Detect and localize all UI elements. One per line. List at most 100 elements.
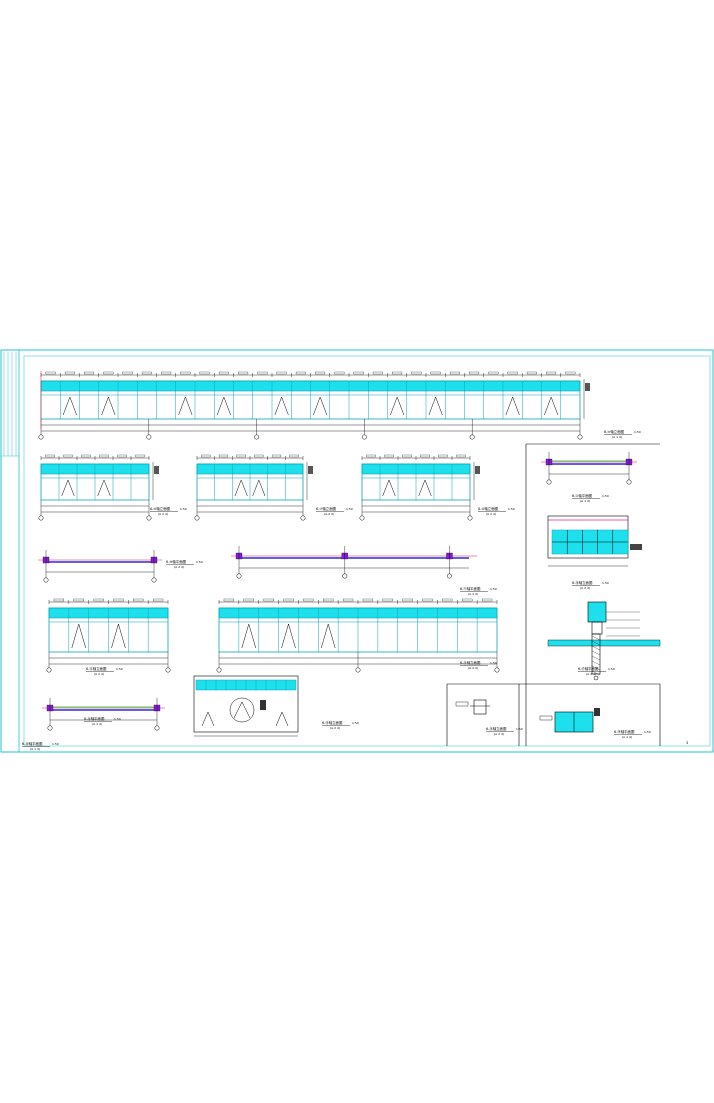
detail-views xyxy=(193,515,661,737)
view-note: (A 2 d) xyxy=(158,512,168,516)
wall-plan xyxy=(38,550,162,583)
vent-symbol xyxy=(544,396,559,416)
vent-symbol xyxy=(313,396,328,416)
dimension-text-box xyxy=(315,371,326,375)
plan-detail xyxy=(193,675,299,737)
dimension-text-box xyxy=(353,371,364,375)
dimension-text-box xyxy=(420,454,430,458)
curtain-wall-elevation xyxy=(216,598,500,673)
hatch xyxy=(591,655,601,661)
dimension-text-box xyxy=(93,598,104,602)
dimension-text-box xyxy=(199,371,210,375)
view-scale: 1:50 xyxy=(602,494,609,498)
dimension-text-box xyxy=(180,371,191,375)
grid-bubble xyxy=(151,577,157,583)
tag xyxy=(455,701,469,707)
dimension-text-box xyxy=(73,598,84,602)
view-title: 6-⑬轴立面图 xyxy=(460,660,481,665)
grid-bubble xyxy=(494,667,500,673)
grid-bubble xyxy=(626,479,632,485)
dimension-text-box xyxy=(45,371,56,375)
dimension-text-box xyxy=(295,371,306,375)
dimension-text-box xyxy=(362,598,374,602)
vent-symbol xyxy=(321,623,336,649)
dimension-text-box xyxy=(103,371,114,375)
view-note: (A 1 d) xyxy=(92,722,102,726)
level-block xyxy=(475,466,480,474)
dimension-text-box xyxy=(507,371,518,375)
dimension-text-box xyxy=(243,598,254,602)
hatch xyxy=(591,645,601,651)
view-note: (A 1 d) xyxy=(580,499,590,503)
vent-symbol xyxy=(241,623,256,649)
drawing-frame xyxy=(0,349,714,753)
dimension-text-box xyxy=(323,598,334,602)
view-title: 6-⑰轴平面图 xyxy=(578,666,599,671)
vent-symbol xyxy=(178,396,193,416)
section-detail xyxy=(547,601,661,681)
view-note: (A 2 d) xyxy=(330,726,340,730)
dimension-text-box xyxy=(565,371,576,375)
dimension-text-box xyxy=(271,454,282,458)
view-title: 6-⑦轴立面图 xyxy=(316,506,337,511)
vent-symbol xyxy=(274,396,289,416)
grid-bubble xyxy=(46,667,52,673)
dimension-text-box xyxy=(449,371,460,375)
dimension-text-box xyxy=(254,454,264,458)
dimension-text-box xyxy=(382,598,393,602)
dimension-text-box xyxy=(53,598,65,602)
dimension-text-box xyxy=(402,598,413,602)
dimension-text-box xyxy=(64,371,75,375)
vent-symbol xyxy=(101,396,116,416)
curtain-wall-elevation xyxy=(194,454,313,521)
grid-bubble xyxy=(467,515,473,521)
small-detail xyxy=(455,699,490,715)
zone-dividers xyxy=(446,443,661,746)
dimension-text-box xyxy=(488,371,499,375)
view-note: (A 2 d) xyxy=(486,512,496,516)
grid-bubble xyxy=(38,434,44,440)
grid-bubble xyxy=(43,577,49,583)
grid-bubble xyxy=(236,573,242,579)
dimension-text-box xyxy=(334,371,345,375)
grid-bubble xyxy=(593,675,599,681)
view-title: 6-⑤轴立面图 xyxy=(150,506,171,511)
view-title: 6-⑯轴立面图 xyxy=(572,580,593,585)
level-block xyxy=(585,383,590,391)
view-scale: 1:50 xyxy=(196,560,203,564)
dimension-text-box xyxy=(526,371,537,375)
anchor xyxy=(591,633,601,675)
dimension-text-box xyxy=(283,598,294,602)
wall-plan xyxy=(231,546,477,579)
grid-bubble xyxy=(342,573,348,579)
profile xyxy=(587,601,607,623)
view-scale: 1:50 xyxy=(644,730,651,734)
dimension-text-box xyxy=(63,454,73,458)
dimension-text-box xyxy=(263,598,274,602)
view-scale: 1:50 xyxy=(508,507,515,511)
dimension-text-box xyxy=(84,371,95,375)
dimension-text-box xyxy=(141,371,152,375)
level-block xyxy=(154,466,159,474)
view-title: 6-⑧轴立面图 xyxy=(478,506,499,511)
dimension-text-box xyxy=(113,598,124,602)
dimension-text-box xyxy=(201,454,211,458)
view-title: 6-①轴平面图 xyxy=(572,493,593,498)
view-scale: 1:50 xyxy=(490,587,497,591)
view-title: 6-⑫轴立面图 xyxy=(86,666,107,671)
view-note: (A 1 d) xyxy=(612,435,622,439)
curtain-wall-elevation xyxy=(359,454,480,521)
vent-symbol xyxy=(275,711,289,727)
dimension-text-box xyxy=(223,598,235,602)
vent-symbol xyxy=(428,396,443,416)
grid-bubble xyxy=(154,725,160,731)
view-scale: 1:50 xyxy=(352,721,359,725)
dimension-text-box xyxy=(366,454,376,458)
grid-bubble xyxy=(146,434,152,440)
view-note: (A 2 d) xyxy=(94,672,104,676)
grid-bubble xyxy=(47,725,53,731)
view-title: 6-⑩轴平面图 xyxy=(166,559,187,564)
level-block xyxy=(308,466,313,474)
